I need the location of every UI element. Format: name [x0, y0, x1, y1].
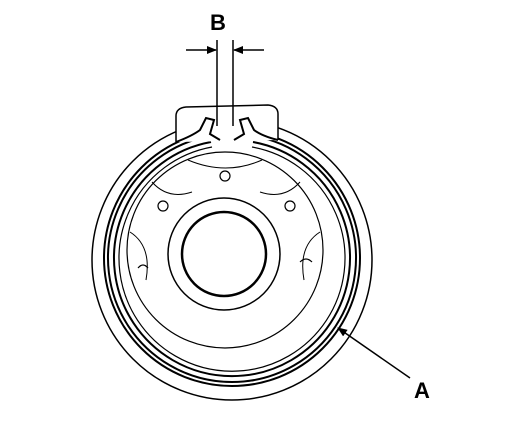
hub-inner-bore — [180, 210, 268, 298]
snap-ring-outer — [107, 135, 357, 384]
outer-housing-circle — [91, 119, 373, 401]
inner-plate-circle — [126, 151, 324, 349]
snap-ring-inner — [113, 141, 351, 378]
label-b: B — [210, 10, 226, 35]
spring-hole-left — [157, 200, 169, 212]
lobe-arc-top — [187, 159, 263, 169]
snap-ring-end-right — [233, 116, 279, 141]
hook-mark-left — [137, 264, 149, 269]
spring-hole-top — [219, 170, 231, 182]
lobe-arc-upper-right — [259, 181, 301, 195]
lobe-arc-right — [302, 231, 321, 281]
snap-ring-innermost — [118, 146, 346, 372]
lobe-arc-left — [129, 231, 148, 281]
lobe-arc-upper-left — [151, 181, 193, 195]
hook-mark-right — [299, 258, 313, 263]
snap-ring-end-left — [175, 116, 221, 143]
spring-hole-right — [284, 200, 296, 212]
hub-outer-circle — [167, 197, 281, 311]
label-a: A — [414, 378, 430, 403]
leader-line-a — [337, 327, 411, 379]
